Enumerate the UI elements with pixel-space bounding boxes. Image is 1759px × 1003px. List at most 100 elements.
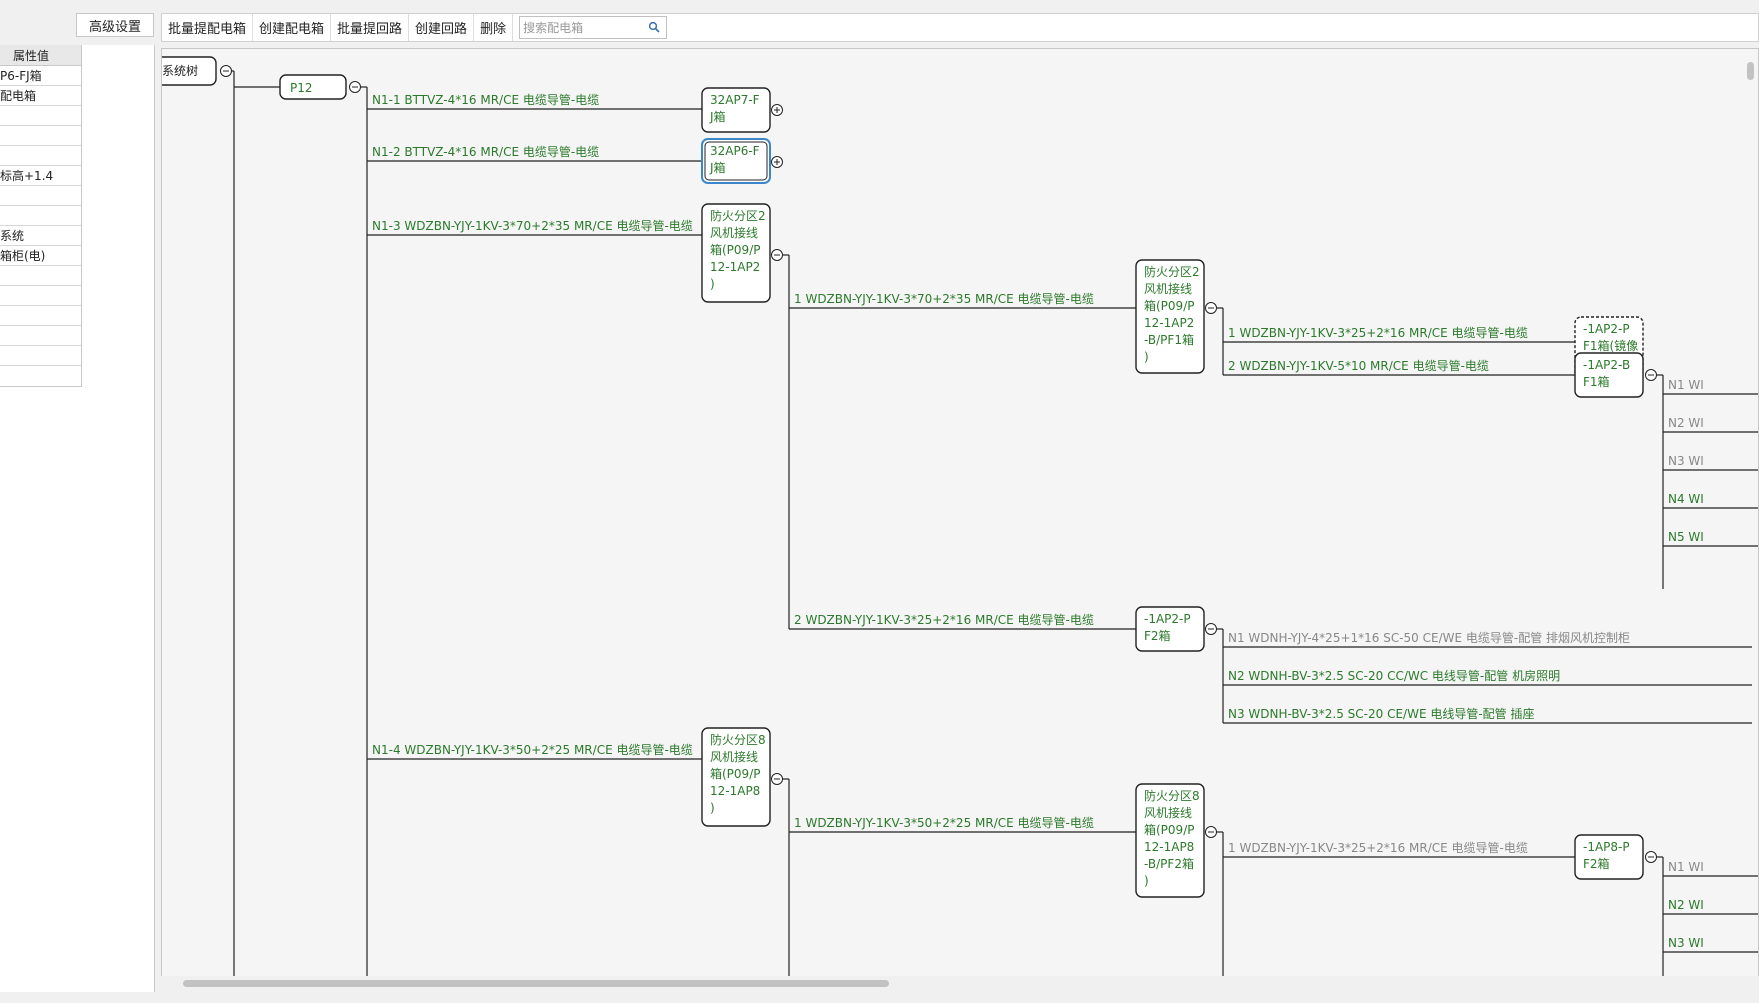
circuit-label: 1 WDZBN-YJY-1KV-3*50+2*25 MR/CE 电缆导管-电缆 — [794, 815, 1094, 830]
box-label: ) — [710, 801, 715, 815]
circuit-label: N2 WDNH-BV-3*2.5 SC-20 CC/WC 电线导管-配管 机房照… — [1228, 668, 1560, 683]
property-row[interactable]: 箱柜(电) — [0, 246, 81, 266]
circuit-label: 2 WDZBN-YJY-1KV-3*25+2*16 MR/CE 电缆导管-电缆 — [794, 612, 1094, 627]
box-1ap8-pf2[interactable] — [1574, 834, 1644, 880]
box-32ap7-fj[interactable] — [701, 87, 771, 133]
top-strip — [0, 0, 1759, 12]
create-box-button[interactable]: 创建配电箱 — [253, 14, 332, 41]
circuit-label: 1 WDZBN-YJY-1KV-3*70+2*35 MR/CE 电缆导管-电缆 — [794, 291, 1094, 306]
box-32ap6-fj[interactable] — [701, 138, 771, 184]
box-label: -1AP8-P — [1583, 840, 1630, 854]
circuit-label: 2 WDZBN-YJY-1KV-5*10 MR/CE 电缆导管-电缆 — [1228, 358, 1489, 373]
box-label: 箱(P09/P — [1144, 822, 1194, 837]
property-row[interactable] — [0, 286, 81, 306]
search-input[interactable] — [520, 18, 642, 37]
batch-extract-circuit-button[interactable]: 批量提回路 — [331, 14, 410, 41]
property-row[interactable] — [0, 306, 81, 326]
property-row[interactable]: 配电箱 — [0, 86, 81, 106]
box-label: J箱 — [709, 109, 726, 124]
box-label: 32AP6-F — [710, 144, 760, 158]
p12-node[interactable] — [279, 74, 347, 100]
box-label: -1AP2-P — [1144, 612, 1191, 626]
bottom-strip — [0, 992, 1759, 1003]
box-1ap2-pf2[interactable] — [1135, 606, 1205, 652]
box-label: 箱(P09/P — [710, 766, 760, 781]
circuit-label: N5 WI — [1668, 530, 1704, 544]
property-row[interactable] — [0, 266, 81, 286]
property-row[interactable]: 系统 — [0, 226, 81, 246]
box-label: 防火分区2 — [710, 208, 766, 223]
horizontal-scrollbar[interactable] — [161, 976, 1759, 990]
circuit-label: N2 WI — [1668, 898, 1704, 912]
selection-inner-border — [704, 141, 768, 181]
toolbar: 批量提配电箱 创建配电箱 批量提回路 创建回路 删除 — [161, 13, 1759, 42]
box-1ap2-bf1[interactable] — [1574, 352, 1644, 398]
create-circuit-button[interactable]: 创建回路 — [409, 14, 475, 41]
circuit-label: N3 WI — [1668, 454, 1704, 468]
horizontal-scrollbar-thumb[interactable] — [183, 980, 889, 987]
tree-root-node[interactable] — [162, 56, 217, 86]
batch-extract-box-button[interactable]: 批量提配电箱 — [162, 14, 254, 41]
property-row[interactable] — [0, 126, 81, 146]
vertical-scrollbar-thumb[interactable] — [1747, 62, 1754, 80]
property-row[interactable]: 标高+1.4 — [0, 166, 81, 186]
box-label: 箱(P09/P — [710, 242, 760, 257]
box-label: 防火分区8 — [1144, 788, 1200, 803]
circuit-label: N1-3 WDZBN-YJY-1KV-3*70+2*35 MR/CE 电缆导管-… — [372, 218, 693, 233]
circuit-label: N1-2 BTTVZ-4*16 MR/CE 电缆导管-电缆 — [372, 144, 599, 159]
property-row[interactable] — [0, 206, 81, 226]
property-row[interactable]: P6-FJ箱 — [0, 66, 81, 86]
circuit-label: N3 WI — [1668, 936, 1704, 950]
box-label: 箱(P09/P — [1144, 298, 1194, 313]
box-label: 风机接线 — [1144, 805, 1192, 820]
property-row[interactable] — [0, 346, 81, 366]
box-label: F2箱 — [1583, 856, 1610, 871]
box-fz8-fan[interactable] — [701, 727, 771, 827]
property-row[interactable] — [0, 326, 81, 346]
circuit-label: N1-1 BTTVZ-4*16 MR/CE 电缆导管-电缆 — [372, 92, 599, 107]
box-label: 防火分区8 — [710, 732, 766, 747]
delete-button[interactable]: 删除 — [474, 14, 514, 41]
box-label: ) — [1144, 350, 1149, 364]
box-label: 12-1AP2 — [710, 260, 760, 274]
box-label: 12-1AP2 — [1144, 316, 1194, 330]
box-label: F1箱(镜像 — [1583, 338, 1638, 353]
tree-root-label: 系统树 — [162, 63, 198, 78]
advanced-settings-button[interactable]: 高级设置 — [76, 13, 154, 37]
circuit-label: N3 WDNH-BV-3*2.5 SC-20 CE/WE 电线导管-配管 插座 — [1228, 706, 1535, 721]
box-label: ) — [1144, 874, 1149, 888]
box-label: J箱 — [709, 160, 726, 175]
circuit-label: N4 WI — [1668, 492, 1704, 506]
box-fz2-pf1[interactable] — [1135, 259, 1205, 374]
search-icon[interactable] — [648, 21, 660, 33]
circuit-label: N2 WI — [1668, 416, 1704, 430]
property-row[interactable] — [0, 106, 81, 126]
box-label: F2箱 — [1144, 628, 1171, 643]
property-row[interactable] — [0, 186, 81, 206]
box-label: -1AP2-P — [1583, 322, 1630, 336]
property-row[interactable] — [0, 366, 81, 386]
circuit-label: N1-4 WDZBN-YJY-1KV-3*50+2*25 MR/CE 电缆导管-… — [372, 742, 693, 757]
box-fz2-fan[interactable] — [701, 203, 771, 303]
box-label: 风机接线 — [710, 225, 758, 240]
box-label: 12-1AP8 — [1144, 840, 1194, 854]
box-label: ) — [710, 277, 715, 291]
box-label: 32AP7-F — [710, 93, 760, 107]
box-fz8-pf2[interactable] — [1135, 783, 1205, 898]
box-label: 12-1AP8 — [710, 784, 760, 798]
property-rows: P6-FJ箱配电箱标高+1.4 系统箱柜(电) — [0, 66, 81, 386]
box-label: F1箱 — [1583, 374, 1610, 389]
circuit-label: 1 WDZBN-YJY-1KV-3*25+2*16 MR/CE 电缆导管-电缆 — [1228, 325, 1528, 340]
circuit-label: 1 WDZBN-YJY-1KV-3*25+2*16 MR/CE 电缆导管-电缆 — [1228, 840, 1528, 855]
p12-label: P12 — [290, 81, 313, 95]
property-row[interactable] — [0, 146, 81, 166]
box-label: 风机接线 — [710, 749, 758, 764]
box-label: 防火分区2 — [1144, 264, 1200, 279]
box-label: -B/PF2箱 — [1144, 856, 1194, 871]
circuit-label: N1 WI — [1668, 860, 1704, 874]
box-label: 风机接线 — [1144, 281, 1192, 296]
circuit-label: N1 WI — [1668, 378, 1704, 392]
